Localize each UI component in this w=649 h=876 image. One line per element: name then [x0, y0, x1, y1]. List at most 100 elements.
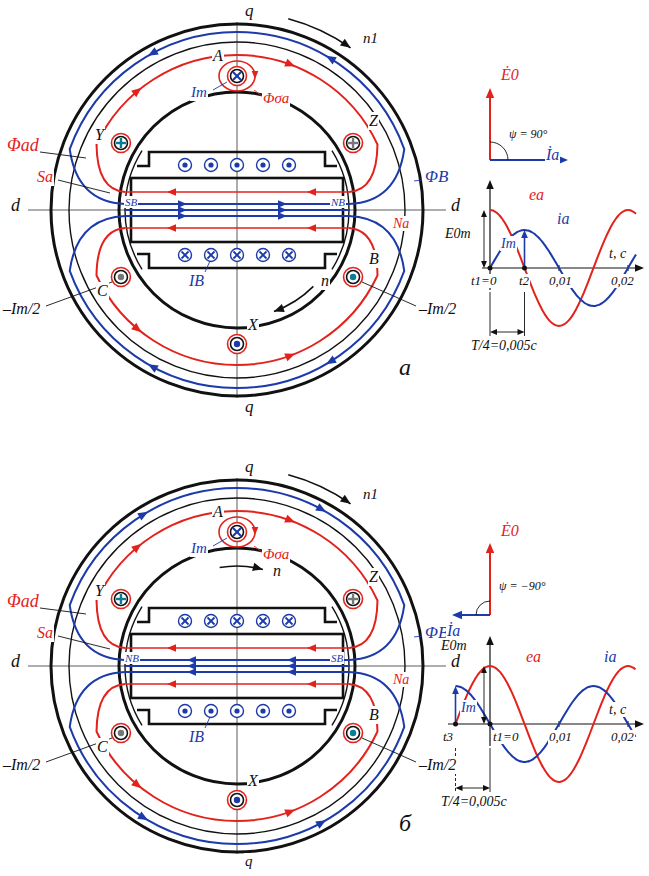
field-winding [205, 705, 218, 718]
flux-label: Φσa [262, 546, 290, 563]
dimension-label: T/4=0,005c [440, 794, 508, 809]
phasor-label: İa [446, 622, 461, 640]
arrow-head [490, 329, 497, 335]
emf-phasor [489, 545, 491, 615]
arrow-head [167, 224, 176, 232]
pole-label: SВ [124, 196, 138, 208]
cross-mark [234, 618, 241, 625]
phasor-label: İa [545, 146, 560, 164]
cross-mark [182, 618, 189, 625]
field-winding [179, 159, 192, 172]
arrow-head [481, 666, 487, 673]
field-winding [179, 249, 192, 262]
flux-line [97, 684, 378, 821]
field-winding [179, 705, 192, 718]
cross-mark [234, 252, 241, 259]
axis-label: q [244, 458, 255, 477]
angle-label: ψ = 90° [508, 128, 548, 141]
arrow-head [178, 206, 187, 214]
phasor-label: Ė0 [500, 522, 520, 540]
angle-arc [490, 142, 508, 160]
cross-mark [182, 252, 189, 259]
field-winding [257, 705, 270, 718]
arrow-head [278, 200, 287, 208]
slot-conductor [344, 134, 363, 153]
conductor [231, 338, 244, 351]
pole-label: Na [392, 216, 410, 231]
arrow-head [187, 656, 196, 664]
rotation-arrow [274, 286, 313, 311]
value-axis [489, 640, 490, 746]
dot-mark [260, 162, 265, 167]
arrow-head [326, 356, 337, 365]
arrow-head [278, 212, 287, 220]
d-axis [28, 210, 446, 211]
arrow-head [315, 503, 326, 512]
axis-label: q [244, 853, 254, 870]
field-flux-line [125, 203, 349, 205]
terminal-label: Z [368, 112, 379, 130]
field-winding [283, 159, 296, 172]
leakage-flux [219, 61, 255, 91]
field-winding [283, 249, 296, 262]
arrow-head [284, 810, 295, 818]
flux-label: ΦВ [424, 168, 449, 187]
conductor [114, 271, 127, 284]
conductor [347, 727, 360, 740]
angle-label: ψ = −90° [498, 580, 546, 593]
arrow-head [486, 636, 494, 645]
leakage-flux [219, 517, 255, 547]
conductor [114, 137, 127, 150]
conductor [114, 593, 127, 606]
current-curve [490, 230, 636, 306]
current-label: Im [190, 84, 208, 101]
d-axis [28, 666, 446, 667]
cross-mark [352, 594, 354, 604]
time-point [488, 722, 493, 727]
slot-conductor [228, 67, 247, 86]
speed-label: n [320, 272, 330, 290]
angle-arc [476, 601, 490, 615]
slot-conductor [111, 724, 130, 743]
flux-line [70, 32, 405, 204]
current-label: –Im/2 [418, 300, 457, 318]
axis-label: q [244, 398, 255, 417]
terminal-label: C [96, 738, 109, 756]
phasor-label: Ė0 [500, 66, 520, 84]
cross-mark [234, 618, 241, 625]
field-winding [231, 159, 244, 172]
stator-yoke [69, 498, 405, 834]
conductor [347, 271, 360, 284]
arrow-head [148, 364, 159, 373]
panel-label: а [398, 354, 412, 380]
arrow-head [167, 644, 176, 652]
leader-line [213, 82, 227, 90]
leader-line [362, 282, 416, 306]
leader-line [40, 152, 86, 158]
field-winding [283, 705, 296, 718]
arrow-head [131, 323, 141, 332]
current-label: –Im/2 [2, 756, 41, 774]
pole-label: SВ [330, 652, 344, 664]
tick-label: 0,01 [548, 730, 573, 744]
pole-label: NВ [330, 196, 346, 208]
flux-line [70, 672, 405, 844]
terminal-label: A [212, 47, 224, 65]
leader-line [254, 546, 262, 552]
time-label: t2 [518, 274, 530, 288]
time-label: t1=0 [492, 730, 519, 744]
dimension-line [462, 788, 485, 789]
dot-mark [234, 341, 240, 347]
stator-yoke [69, 42, 405, 378]
curve-label: ea [525, 648, 542, 666]
time-label: t3 [442, 730, 454, 744]
arrow-head [452, 611, 462, 619]
field-flux-line [125, 209, 349, 211]
dot-mark [286, 162, 291, 167]
dot-mark [234, 797, 240, 803]
curve-label: ia [556, 210, 570, 228]
pole-label: NВ [124, 652, 140, 664]
arrow-head [481, 717, 487, 724]
arrow-head [456, 785, 463, 791]
